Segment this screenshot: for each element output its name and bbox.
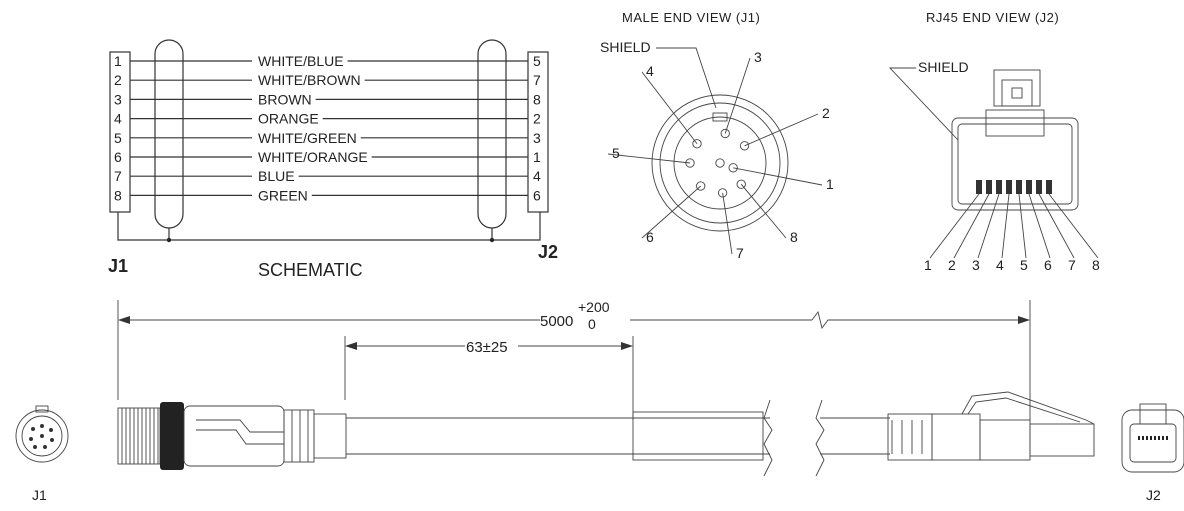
j1-pin-number: 6 — [114, 149, 122, 165]
j2-face-icon — [1121, 403, 1184, 473]
male-pin-label: 6 — [646, 229, 654, 245]
male-pin — [692, 139, 702, 149]
rj45-pin-label: 2 — [948, 257, 956, 273]
male-pin-label: 7 — [736, 245, 744, 261]
schematic-wire-row: 4 2 ORANGE — [114, 110, 541, 127]
male-inner-ring — [659, 102, 781, 224]
rj45-contact — [1006, 180, 1012, 194]
wire-color-label: WHITE/GREEN — [258, 130, 357, 146]
male-outer-ring — [651, 94, 789, 232]
schematic-j2-label: J2 — [538, 242, 558, 262]
j2-pin-block — [527, 51, 549, 213]
rj45-contact — [986, 180, 992, 194]
rj45-contact — [1036, 180, 1042, 194]
wire-color-label: ORANGE — [258, 111, 319, 127]
schematic-wire-row: 3 8 BROWN — [114, 91, 541, 107]
schematic-wire-row: 7 4 BLUE — [114, 168, 541, 184]
rj45-pin-label: 5 — [1020, 257, 1028, 273]
side-view: J1 — [15, 391, 1184, 503]
rj45-end-title: RJ45 END VIEW (J2) — [926, 10, 1059, 25]
tolerance-minus: 0 — [588, 316, 596, 332]
j1-pin-number: 5 — [114, 130, 122, 146]
wire-color-label: BLUE — [258, 168, 295, 184]
male-pin — [685, 158, 695, 168]
rj45-pin-label: 3 — [972, 257, 980, 273]
m12-connector — [117, 402, 347, 470]
cable-jacket — [346, 399, 890, 477]
j2-pin-number: 5 — [533, 53, 541, 69]
j1-pin-number: 2 — [114, 72, 122, 88]
wire-color-label: GREEN — [258, 187, 308, 203]
rj45-body — [951, 117, 1079, 211]
j2-shield-oval — [477, 39, 507, 229]
short-length: 63±25 — [466, 339, 508, 356]
j2-pin-number: 4 — [533, 168, 541, 184]
rj45-contact — [1016, 180, 1022, 194]
j2-pin-number: 6 — [533, 187, 541, 203]
male-face — [673, 116, 767, 210]
j1-pin-block — [109, 51, 131, 213]
j1-pin-number: 4 — [114, 111, 122, 127]
male-pin — [736, 179, 746, 189]
rj45-pin-label: 1 — [924, 257, 932, 273]
rj45-pin-label: 4 — [996, 257, 1004, 273]
rj45-contact — [976, 180, 982, 194]
rj45-contact — [1026, 180, 1032, 194]
overall-length: 5000 — [540, 313, 573, 330]
rj45-shield-label: SHIELD — [918, 59, 969, 75]
schematic-wire-row: 1 5 WHITE/BLUE — [114, 53, 541, 69]
male-pin-label: 3 — [754, 49, 762, 65]
wire-color-label: BROWN — [258, 91, 312, 107]
male-shield-label: SHIELD — [600, 39, 651, 55]
schematic-caption: SCHEMATIC — [258, 260, 363, 280]
male-end-title: MALE END VIEW (J1) — [622, 10, 760, 25]
rj45-pin-label: 8 — [1092, 257, 1100, 273]
male-pin-label: 4 — [646, 63, 654, 79]
male-pin — [717, 188, 728, 198]
male-pin-label: 5 — [612, 145, 620, 161]
j1-pin-number: 3 — [114, 91, 122, 107]
j1-pin-number: 8 — [114, 187, 122, 203]
j1-pin-number: 7 — [114, 168, 122, 184]
male-end-view: MALE END VIEW (J1) 1 2 3 4 5 6 7 8 SHIELD — [600, 10, 834, 261]
j1-shield-oval — [154, 39, 184, 229]
rj45-pin-label: 7 — [1068, 257, 1076, 273]
male-key — [712, 112, 728, 122]
j2-pin-number: 8 — [533, 91, 541, 107]
rj45-contact — [1046, 180, 1052, 194]
dimensions: 5000 +200 0 63±25 — [117, 299, 1031, 420]
j2-pin-number: 7 — [533, 72, 541, 88]
j2-pin-number: 3 — [533, 130, 541, 146]
male-pin-label: 8 — [790, 229, 798, 245]
shield-drain-line — [117, 212, 541, 241]
schematic-wire-row: 8 6 GREEN — [114, 187, 541, 203]
wire-color-label: WHITE/ORANGE — [258, 149, 368, 165]
schematic-wire-row: 2 7 WHITE/BROWN — [114, 72, 541, 88]
male-pin-label: 2 — [822, 105, 830, 121]
male-pin — [720, 128, 730, 139]
male-pin — [739, 141, 750, 151]
tolerance-plus: +200 — [578, 299, 610, 315]
j1-pin-number: 1 — [114, 53, 122, 69]
side-j2-label: J2 — [1146, 487, 1161, 503]
j1-face-icon — [15, 405, 69, 463]
schematic-wire-row: 6 1 WHITE/ORANGE — [114, 149, 541, 165]
schematic-wire-row: 5 3 WHITE/GREEN — [114, 129, 541, 146]
j2-pin-number: 1 — [533, 149, 541, 165]
rj45-pin-label: 6 — [1044, 257, 1052, 273]
male-pin-label: 1 — [826, 176, 834, 192]
j2-pin-number: 2 — [533, 111, 541, 127]
wire-color-label: WHITE/BROWN — [258, 72, 361, 88]
male-pin — [728, 163, 738, 173]
male-pin — [696, 181, 706, 191]
schematic-j1-label: J1 — [108, 256, 128, 276]
wire-color-label: WHITE/BLUE — [258, 53, 344, 69]
side-j1-label: J1 — [32, 487, 47, 503]
rj45-contact — [996, 180, 1002, 194]
rj45-plug — [887, 391, 1095, 461]
